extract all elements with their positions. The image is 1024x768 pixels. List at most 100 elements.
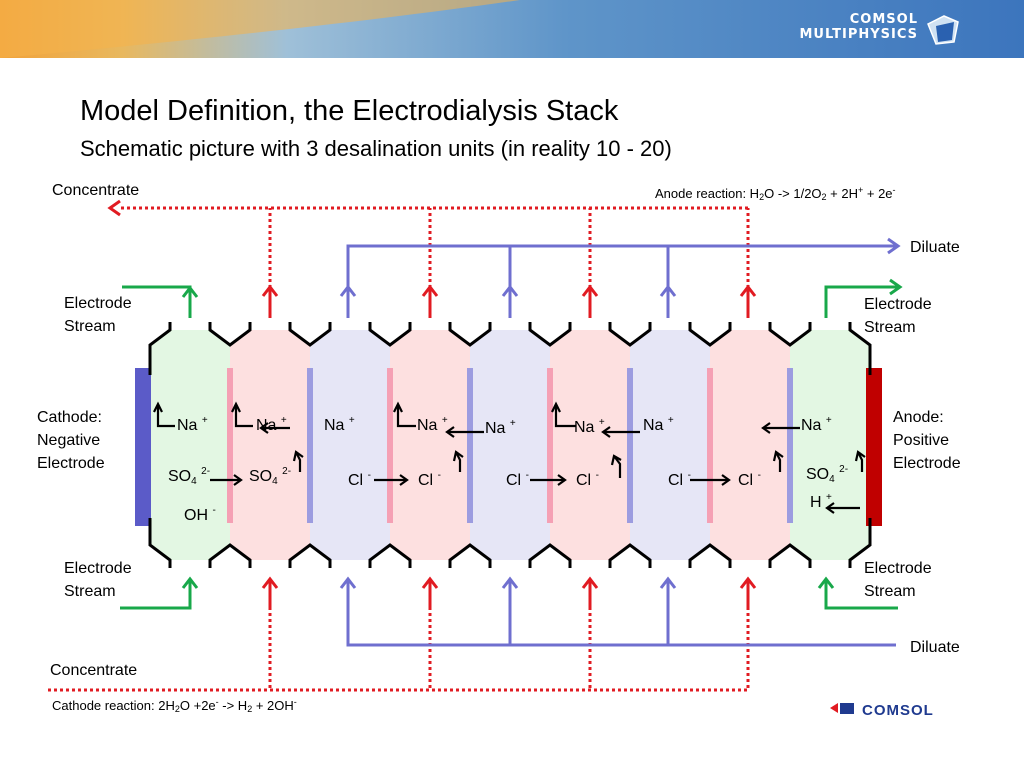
rx-text: O +2e bbox=[179, 698, 216, 713]
diluate-compartment-3 bbox=[630, 330, 710, 560]
membrane-cem bbox=[387, 368, 393, 523]
electrode-stream-bottom-left-label: Electrode Stream bbox=[64, 557, 132, 603]
ion-symbol: SO bbox=[249, 468, 273, 485]
ion-hydrogen: H + bbox=[810, 492, 832, 512]
comsol-footer-logo: COMSOL bbox=[862, 702, 934, 719]
label-line: Stream bbox=[864, 583, 916, 600]
ion-charge: + bbox=[280, 415, 287, 426]
ion-charge: 2- bbox=[282, 466, 292, 477]
membrane-aem bbox=[787, 368, 793, 523]
ion-charge: - bbox=[212, 505, 216, 516]
concentrate-compartment-1 bbox=[230, 330, 310, 560]
membrane-cem bbox=[707, 368, 713, 523]
ion-charge: + bbox=[598, 417, 605, 428]
electrode-compartment-right bbox=[790, 330, 870, 560]
anode-electrode bbox=[866, 368, 882, 526]
ion-subscript: 4 bbox=[191, 476, 197, 487]
concentrate-compartment-3 bbox=[550, 330, 630, 560]
ion-symbol: Na bbox=[256, 417, 277, 434]
ion-sodium: Na + bbox=[256, 415, 287, 435]
label-line: Anode: bbox=[893, 409, 944, 426]
diluate-compartment-2 bbox=[470, 330, 550, 560]
rx-sub: 2 bbox=[821, 192, 827, 202]
ion-symbol: Cl bbox=[506, 472, 522, 489]
rx-sup: + bbox=[858, 185, 864, 195]
rx-text: Cathode reaction: 2H bbox=[52, 698, 175, 713]
ion-charge: + bbox=[667, 415, 674, 426]
header-band-graphic bbox=[0, 0, 1024, 58]
ion-symbol: Na bbox=[177, 417, 198, 434]
electrode-stream-top-right-label: Electrode Stream bbox=[864, 293, 932, 339]
comsol-cube-icon bbox=[927, 15, 959, 45]
label-line: Electrode bbox=[864, 296, 932, 313]
ion-charge: + bbox=[826, 492, 832, 503]
concentrate-outlet-label: Concentrate bbox=[52, 182, 140, 199]
ion-charge: + bbox=[348, 415, 355, 426]
ion-symbol: Cl bbox=[576, 472, 592, 489]
ion-charge: - bbox=[757, 470, 761, 481]
ion-symbol: Na bbox=[417, 417, 438, 434]
comsol-multiphysics-logo: COMSOL MULTIPHYSICS bbox=[800, 12, 919, 42]
ion-sulfate: SO4 2- bbox=[806, 464, 849, 485]
rx-sub: 2 bbox=[247, 704, 253, 714]
comsol-footer-mark bbox=[830, 703, 854, 714]
ion-sulfate: SO4 2- bbox=[249, 466, 292, 487]
concentrate-inlet-label: Concentrate bbox=[50, 662, 138, 679]
membrane-cem bbox=[547, 368, 553, 523]
ion-sodium: Na + bbox=[643, 415, 674, 435]
membrane-aem bbox=[627, 368, 633, 523]
electrode-streams bbox=[120, 278, 903, 610]
ion-chloride: Cl - bbox=[576, 471, 599, 490]
membrane-aem bbox=[307, 368, 313, 523]
header-band: COMSOL MULTIPHYSICS bbox=[0, 0, 1024, 58]
cathode-reaction: Cathode reaction: 2H2O +2e- -> H2 + 2OH- bbox=[52, 698, 297, 714]
electrode-stream-top-left-label: Electrode Stream bbox=[64, 292, 132, 338]
concentrate-compartment-4 bbox=[710, 330, 790, 560]
rx-sub: 2 bbox=[759, 192, 765, 202]
ion-symbol: Cl bbox=[418, 472, 434, 489]
label-line: Electrode bbox=[893, 455, 961, 472]
spacer-frames bbox=[148, 322, 872, 568]
ion-charge: + bbox=[201, 415, 208, 426]
ion-chloride: Cl - bbox=[506, 470, 529, 490]
membrane-aem bbox=[467, 368, 473, 523]
ion-subscript: 4 bbox=[272, 476, 278, 487]
ion-chloride: Cl - bbox=[348, 471, 371, 490]
electrode-compartment-left bbox=[150, 330, 230, 560]
diluate-compartment-1 bbox=[310, 330, 390, 560]
ion-charge: 2- bbox=[839, 464, 849, 475]
label-line: Stream bbox=[64, 318, 116, 335]
anode-label: Anode: Positive Electrode bbox=[893, 406, 961, 475]
ion-symbol: SO bbox=[168, 468, 192, 485]
ion-sodium: Na + bbox=[177, 415, 208, 435]
slide-subtitle: Schematic picture with 3 desalination un… bbox=[80, 136, 672, 161]
ion-charge: - bbox=[525, 470, 529, 481]
ion-sodium: Na + bbox=[801, 415, 832, 435]
rx-sup: - bbox=[892, 185, 896, 195]
rx-sup: - bbox=[293, 697, 297, 707]
ion-chloride: Cl - bbox=[738, 470, 761, 490]
ion-charge: - bbox=[687, 470, 691, 481]
ion-arrows bbox=[153, 401, 866, 514]
diluate-inlet-label: Diluate bbox=[910, 639, 960, 656]
ion-sodium: Na + bbox=[324, 415, 355, 435]
concentrate-compartment-2 bbox=[390, 330, 470, 560]
rx-text: + 2OH bbox=[252, 698, 294, 713]
concentrate-arrowheads bbox=[107, 199, 757, 610]
label-line: Electrode bbox=[37, 455, 105, 472]
rx-text: + 2H bbox=[826, 186, 858, 201]
rx-sub: 2 bbox=[174, 704, 180, 714]
ion-symbol: Na bbox=[801, 417, 822, 434]
slide-title: Model Definition, the Electrodialysis St… bbox=[80, 95, 619, 127]
label-line: Stream bbox=[64, 583, 116, 600]
diluate-streams bbox=[339, 237, 901, 647]
ion-charge: + bbox=[509, 418, 516, 429]
ion-symbol: H bbox=[810, 494, 822, 511]
ion-symbol: Na bbox=[643, 417, 664, 434]
ion-hydroxide: OH - bbox=[184, 505, 216, 525]
membranes bbox=[227, 368, 793, 523]
label-line: Cathode: bbox=[37, 409, 102, 426]
ion-charge: + bbox=[825, 415, 832, 426]
rx-text: -> H bbox=[218, 698, 248, 713]
